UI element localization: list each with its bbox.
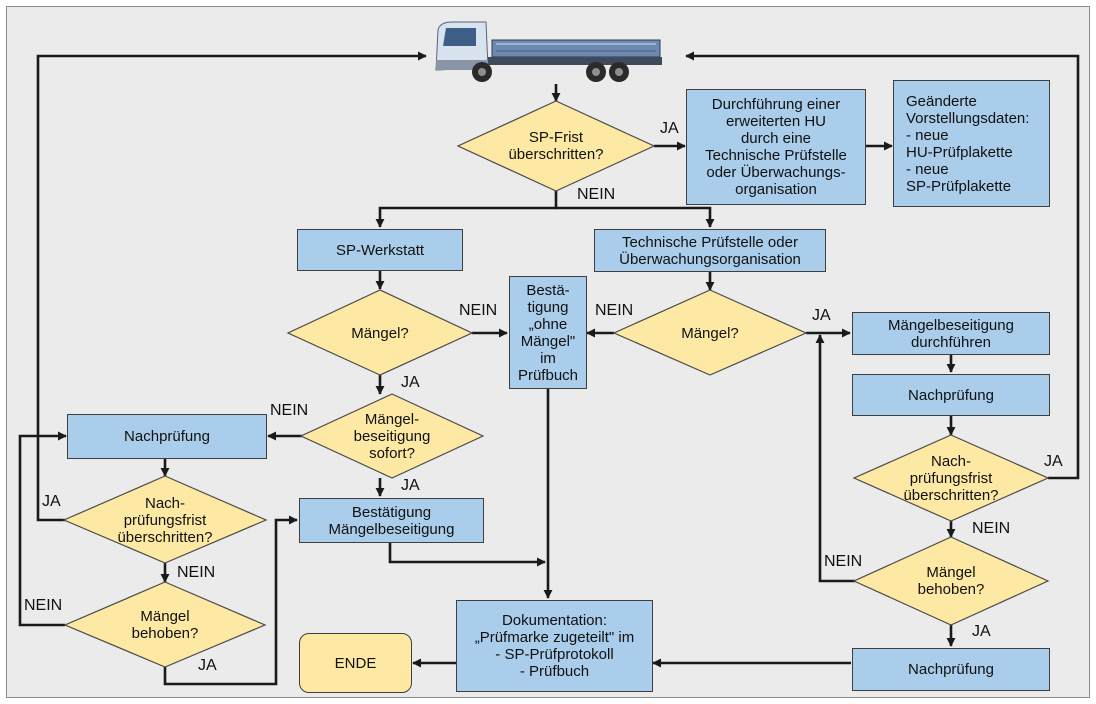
label-nein-nachpruefungsfrist-left: NEIN bbox=[177, 564, 216, 581]
label-ja-sp-frist: JA bbox=[660, 120, 679, 137]
decision-text-nachpruefungsfrist-left: Nach- prüfungsfrist überschritten? bbox=[117, 494, 213, 546]
box-sp-werkstatt: SP-Werkstatt bbox=[297, 229, 463, 271]
label-ja-maengel-behoben-right: JA bbox=[972, 623, 991, 640]
label-nein-maengel-right: NEIN bbox=[595, 302, 634, 319]
connector bbox=[815, 334, 855, 583]
box-nachpruefung-left: Nachprüfung bbox=[67, 414, 267, 459]
label-ja-nachpruefungsfrist-right: JA bbox=[1044, 453, 1063, 470]
decision-maengel-behoben-right bbox=[852, 536, 1050, 626]
box-dokumentation: Dokumentation: „Prüfmarke zugeteilt" im … bbox=[456, 600, 653, 692]
box-bestaetigung-ohne-maengel: Bestä- tigung „ohne Mängel" im Prüfbuch bbox=[509, 276, 587, 389]
decision-text-maengel-right: Mängel? bbox=[681, 324, 739, 342]
label-ja-nachpruefungsfrist-left: JA bbox=[42, 493, 61, 510]
decision-nachpruefungsfrist-left bbox=[62, 475, 268, 564]
decision-text-maengel-behoben-left: Mängel behoben? bbox=[131, 608, 199, 642]
connector bbox=[685, 51, 1080, 480]
label-ja-sofort: JA bbox=[401, 477, 420, 494]
label-nein-sofort: NEIN bbox=[270, 402, 309, 419]
label-nein-maengel-behoben-right: NEIN bbox=[824, 553, 863, 570]
decision-maengel-behoben-left bbox=[63, 581, 267, 668]
box-nachpruefung-right-2: Nachprüfung bbox=[852, 648, 1050, 691]
box-technische-pruefstelle: Technische Prüfstelle oder Überwachungso… bbox=[594, 229, 826, 272]
decision-maengel-left bbox=[286, 289, 474, 376]
decision-nachpruefungsfrist-right bbox=[852, 434, 1050, 522]
decision-maengelbeseitigung-sofort bbox=[299, 393, 485, 479]
label-ja-maengel-left: JA bbox=[401, 374, 420, 391]
connector bbox=[163, 515, 298, 686]
truck-icon bbox=[435, 21, 662, 82]
decision-sp-frist bbox=[456, 100, 656, 192]
decision-maengel-right bbox=[612, 289, 808, 376]
label-nein-maengel-left: NEIN bbox=[459, 302, 498, 319]
box-bestaetigung-maengelbeseitigung: Bestätigung Mängelbeseitigung bbox=[299, 498, 484, 543]
label-ja-maengel-right: JA bbox=[812, 307, 831, 324]
connector bbox=[36, 51, 427, 522]
box-maengelbeseitigung-durchfuehren: Mängelbeseitigung durchführen bbox=[852, 312, 1050, 355]
connector bbox=[375, 191, 558, 228]
label-nein-maengel-behoben-left: NEIN bbox=[24, 597, 63, 614]
terminal-ende: ENDE bbox=[299, 633, 412, 693]
decision-text-maengel-behoben-right: Mängel behoben? bbox=[917, 564, 985, 598]
decision-text-maengelbeseitigung-sofort: Mängel- beseitigung sofort? bbox=[353, 410, 431, 462]
label-ja-maengel-behoben-left: JA bbox=[198, 657, 217, 674]
decision-text-maengel-left: Mängel? bbox=[351, 324, 409, 342]
connector bbox=[18, 431, 67, 627]
box-geaenderte-daten: Geänderte Vorstellungsdaten: - neue HU-P… bbox=[893, 80, 1050, 207]
label-nein-sp-frist: NEIN bbox=[577, 186, 616, 203]
decision-text-nachpruefungsfrist-right: Nach- prüfungsfrist überschritten? bbox=[903, 452, 999, 504]
box-erweiterte-hu: Durchführung einer erweiterten HU durch … bbox=[686, 89, 866, 205]
decision-text-sp-frist: SP-Frist überschritten? bbox=[508, 129, 604, 163]
connector bbox=[388, 543, 546, 567]
connector bbox=[556, 206, 715, 228]
label-nein-nachpruefungsfrist-right: NEIN bbox=[972, 520, 1011, 537]
box-nachpruefung-right-1: Nachprüfung bbox=[852, 374, 1050, 416]
